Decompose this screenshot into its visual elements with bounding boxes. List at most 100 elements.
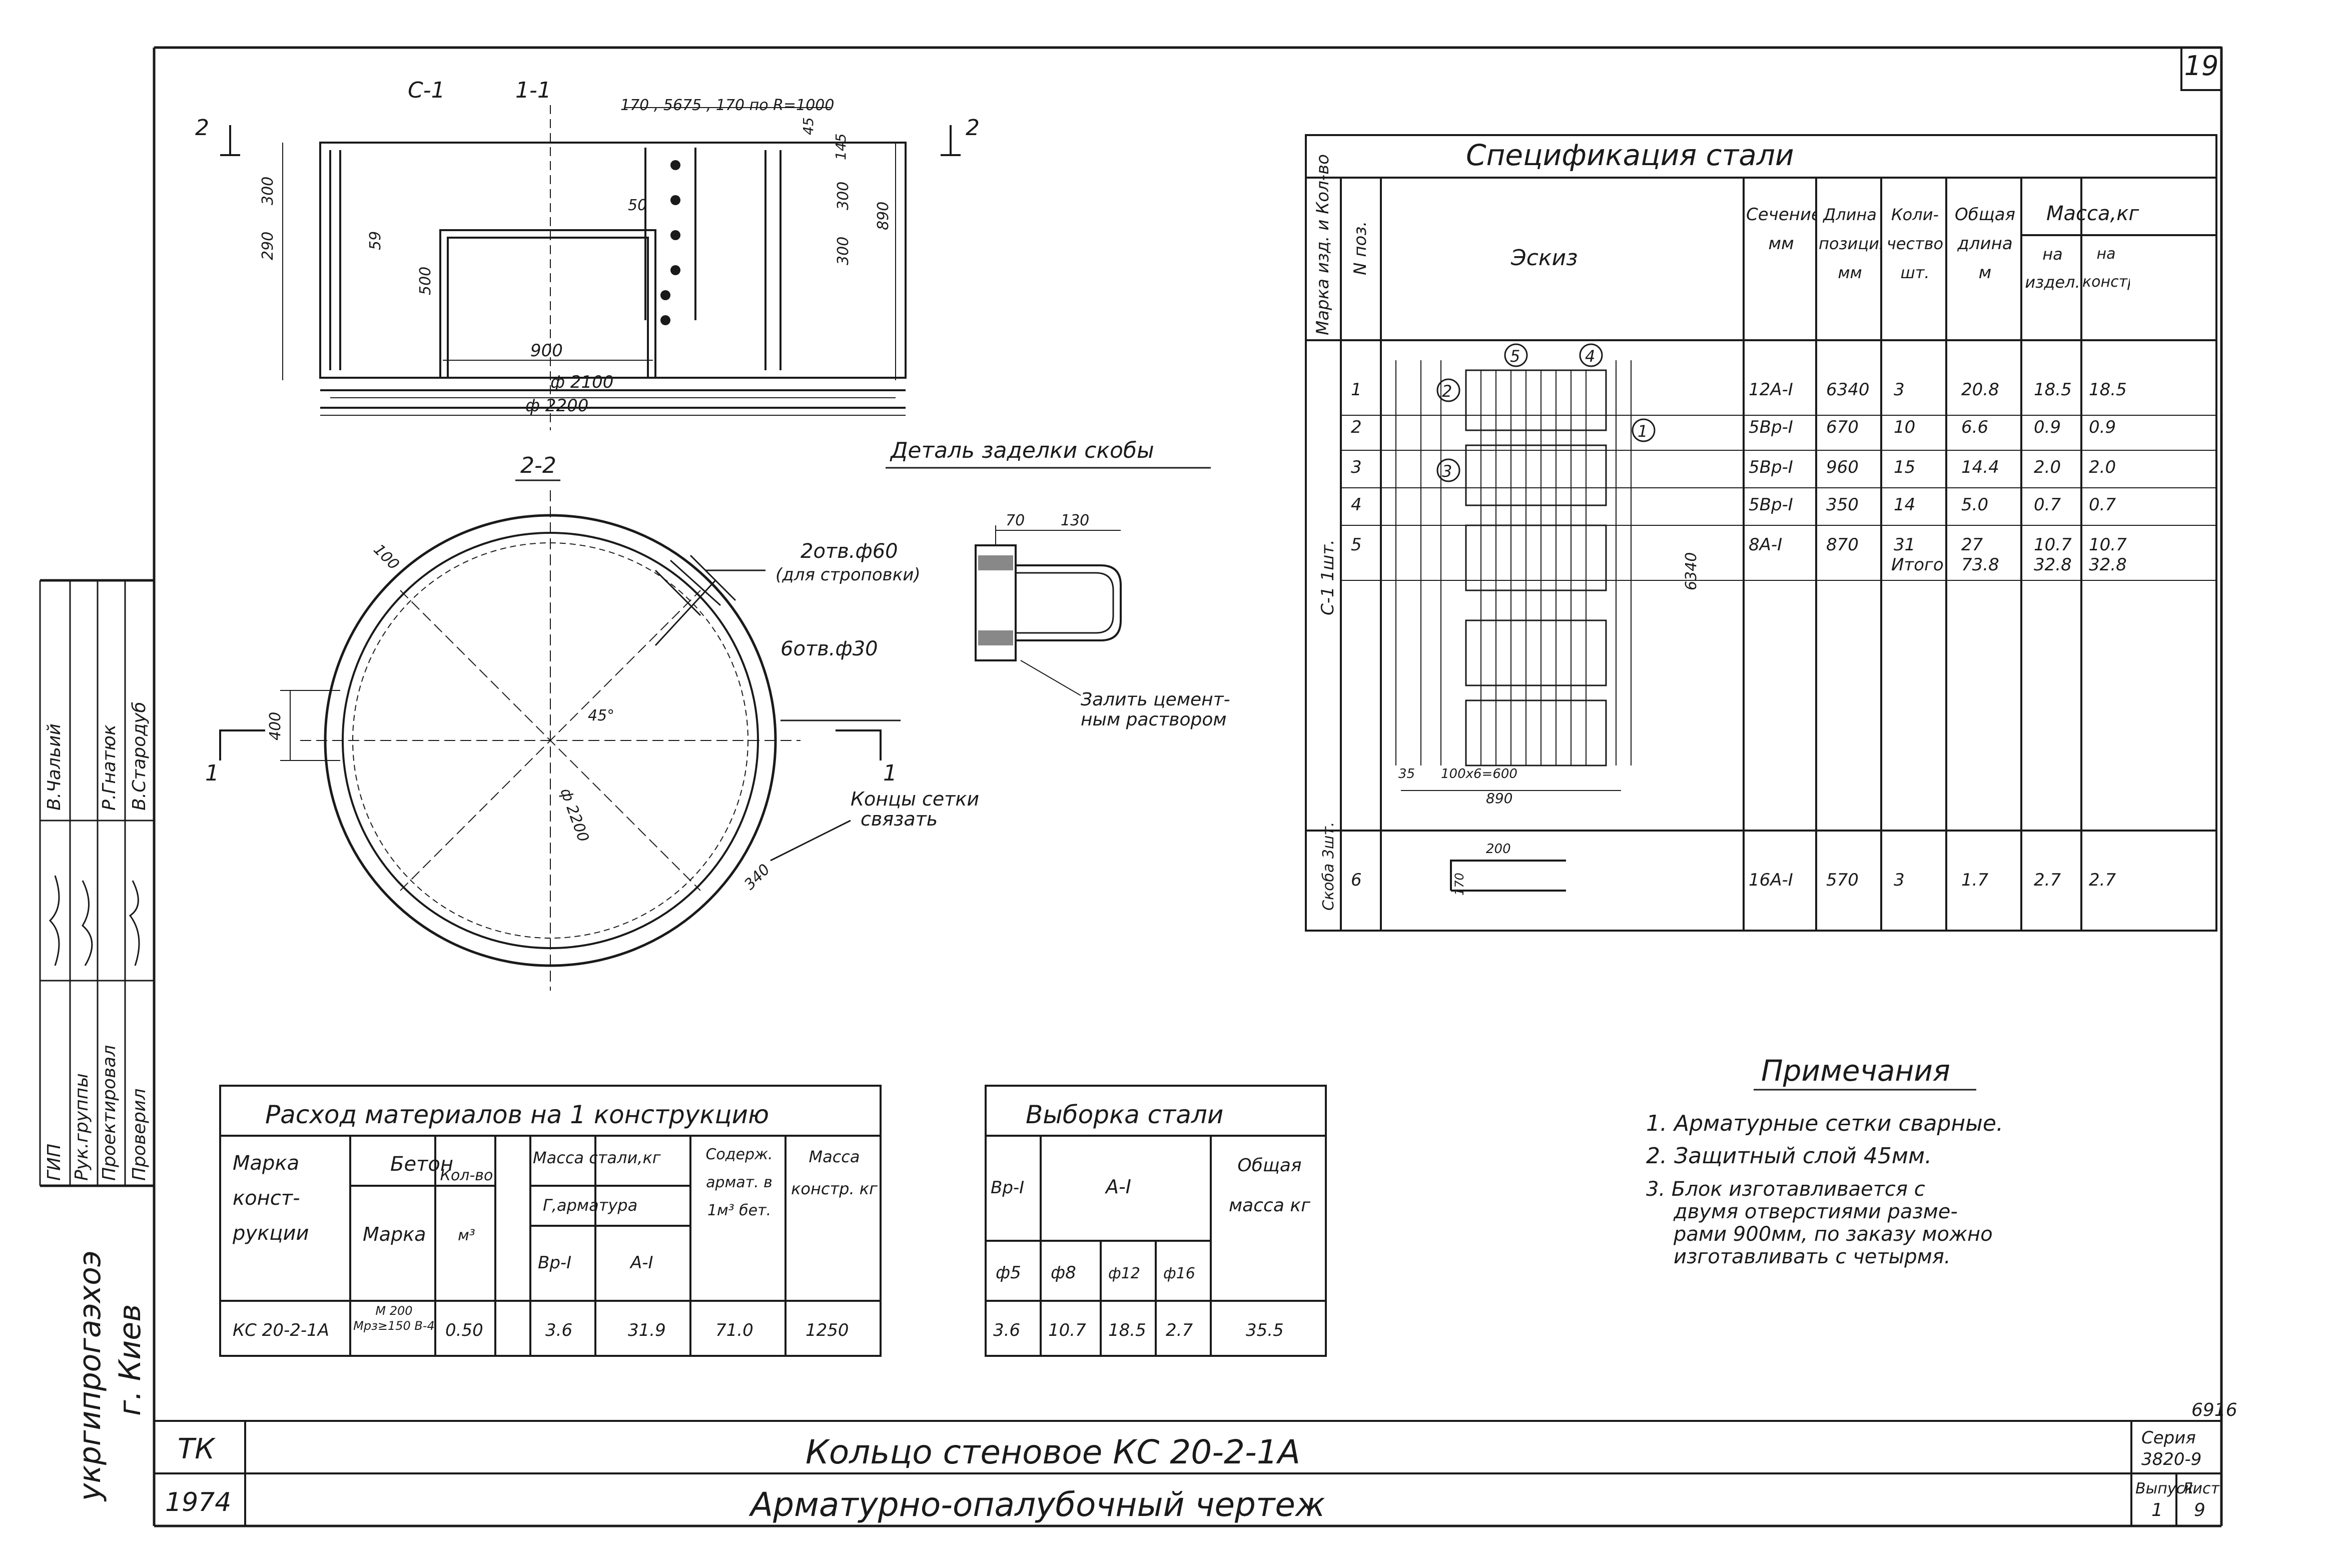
spec-row-qty: 15: [1894, 457, 1915, 477]
dim-300: 300: [259, 177, 277, 205]
dim-70: 70: [1006, 512, 1025, 529]
note-3: двумя отверстиями разме-: [1673, 1200, 1958, 1223]
notes-title: Примечания: [1761, 1054, 1950, 1088]
order-number: 6916: [2191, 1400, 2237, 1420]
detail-title: Деталь заделки скобы: [890, 438, 1154, 463]
steel-h-f8: ф8: [1051, 1263, 1076, 1283]
steel-row-f8: 10.7: [1048, 1320, 1086, 1340]
steel-row-total: 35.5: [1246, 1320, 1284, 1340]
spec-row-length: 870: [1826, 535, 1859, 555]
spec-row-qty: 14: [1894, 495, 1915, 515]
detail-note-1: Залить цемент-: [1081, 689, 1230, 710]
sk-step: 100х6=600: [1441, 766, 1517, 781]
spec-table: Спецификация стали Марка изд. и Кол-во N…: [1305, 134, 2217, 932]
label-2-2: 2-2: [520, 453, 556, 478]
dim-59: 59: [367, 231, 384, 250]
steel-h-bp: Вр-I: [991, 1178, 1024, 1198]
dim-900: 900: [530, 341, 563, 361]
dim-340: 340: [741, 861, 773, 893]
tb-issue: 1: [2151, 1500, 2163, 1520]
top-dims: 170 , 5675 , 170 по R=1000: [620, 97, 834, 114]
spec-row-m1: 10.7: [2034, 535, 2072, 555]
mat-row-mass: 1250: [806, 1320, 849, 1340]
mat-h-mass: Масса констр. кг: [791, 1147, 878, 1198]
sk-c2: 2: [1442, 382, 1452, 401]
tb-tk: ТК: [178, 1433, 216, 1465]
holes-30: 6отв.ф30: [781, 637, 878, 660]
sk-d200: 200: [1486, 842, 1511, 857]
dim-500: 500: [417, 267, 434, 295]
sk-d35: 35: [1398, 766, 1415, 781]
mat-h-concrete: Бетон: [390, 1153, 453, 1176]
spec-h-total: Общая длина м: [1954, 205, 2016, 283]
sk-c3: 3: [1442, 462, 1452, 481]
spec-row-section: 5Вр-I: [1749, 457, 1793, 477]
spec-row-m2: 0.7: [2089, 495, 2116, 515]
spec-bracket-qty: 3: [1894, 870, 1905, 890]
dim-130: 130: [1061, 512, 1089, 529]
spec-row-total: 20.8: [1961, 380, 1999, 400]
holes-60: 2отв.ф60: [801, 540, 898, 563]
spec-total-m1: 32.8: [2034, 555, 2072, 575]
spec-row-pos: 1: [1351, 380, 1362, 400]
dim-45: 45: [800, 117, 817, 135]
mat-row-bp: 3.6: [545, 1320, 572, 1340]
label-1-1: 1-1: [515, 78, 551, 103]
dim-50: 50: [628, 197, 647, 214]
mesh-sketch: 2 3 5 4 1 6340 35 100х6=600 890 200 170: [1395, 343, 1700, 896]
spec-h-mark: Марка изд. и Кол-во: [1313, 154, 1333, 335]
spec-h-sketch: Эскиз: [1510, 245, 1578, 271]
spec-total-len: 73.8: [1961, 555, 1999, 575]
dim-300c: 300: [835, 237, 852, 265]
org-name: укргипрогаэхоэ: [73, 1250, 108, 1502]
bracket-detail: Деталь заделки скобы 70 130 Залить цемен…: [886, 438, 1230, 730]
cut-mark-2-left: 2: [195, 115, 209, 141]
note-1: 2. Защитный слой 45мм.: [1646, 1143, 1932, 1169]
dim-400: 400: [267, 712, 284, 740]
dim-890: 890: [875, 202, 892, 230]
spec-row-m2: 18.5: [2089, 380, 2127, 400]
dim-290: 290: [259, 232, 277, 260]
spec-h-mass-item: на издел.: [2025, 245, 2080, 292]
section-1-1: С-1 1-1 170 , 5675 , 170 по R=1000 2 2 3…: [195, 78, 980, 430]
tb-name: Кольцо стеновое КС 20-2-1А: [806, 1433, 1300, 1471]
spec-row-total: 6.6: [1961, 417, 1988, 437]
sk-d170: 170: [1452, 873, 1466, 896]
mat-title: Расход материалов на 1 конструкцию: [265, 1100, 769, 1129]
mesh-ends-1: Концы сетки: [851, 788, 979, 810]
spec-row-length: 350: [1826, 495, 1859, 515]
sk-c4: 4: [1585, 347, 1595, 366]
detail-note-2: ным раствором: [1081, 709, 1227, 730]
spec-row-section: 5Вр-I: [1749, 417, 1793, 437]
spec-bracket-group: Скоба 3шт.: [1320, 822, 1337, 911]
spec-h-qty: Коли-чество шт.: [1886, 205, 1944, 282]
mat-h-content: Содерж. армат. в 1м³ бет.: [705, 1146, 773, 1219]
mat-row-concrete: М 200 Мрз≥150 В-4: [353, 1304, 435, 1333]
spec-row-total: 5.0: [1961, 495, 1988, 515]
spec-row-total: 27: [1961, 535, 1983, 555]
dim-300b: 300: [835, 182, 852, 210]
page-number: 19: [2184, 50, 2219, 82]
holes-60-note: (для строповки): [775, 565, 921, 585]
spec-h-mass: Масса,кг: [2046, 202, 2139, 225]
spec-bracket-total: 1.7: [1961, 870, 1988, 890]
stamp-role-0: ГИП: [44, 1144, 65, 1181]
sk-d890: 890: [1486, 790, 1512, 807]
section-2-2: 2-2 1 1 400 100 45° ф 2200 340: [205, 453, 979, 991]
tb-series-label: Серия: [2141, 1428, 2196, 1448]
cut-mark-2-right: 2: [966, 115, 980, 141]
mat-h-steel: Масса стали,кг: [533, 1148, 661, 1167]
note-4: рами 900мм, по заказу можно: [1673, 1223, 1993, 1246]
mat-h-mark: Марка конст-рукции: [233, 1152, 309, 1245]
spec-bracket-length: 570: [1826, 870, 1859, 890]
spec-bracket-pos: 6: [1351, 870, 1362, 890]
dim-100: 100: [370, 541, 402, 573]
signatures: [49, 875, 140, 966]
mat-h-bp: Вр-I: [538, 1253, 571, 1273]
mat-row-content: 71.0: [715, 1320, 753, 1340]
steel-h-total: Общая масса кг: [1229, 1155, 1310, 1216]
spec-row-section: 5Вр-I: [1749, 495, 1793, 515]
spec-row-qty: 31: [1894, 535, 1915, 555]
